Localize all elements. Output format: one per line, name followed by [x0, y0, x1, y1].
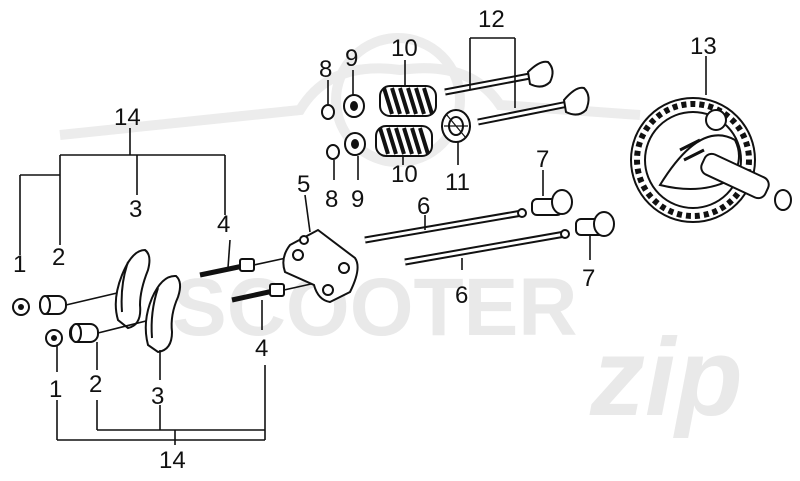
valve-12-bot [477, 86, 590, 126]
retainer-9-top [343, 94, 365, 118]
callout-3-top: 3 [129, 196, 142, 223]
camshaft-gear-13 [630, 97, 792, 223]
leader-12 [469, 37, 516, 108]
rocker-arm-3-bot [144, 274, 182, 354]
push-rod-6-bot [404, 229, 570, 266]
callout-10-top: 10 [391, 35, 418, 62]
callout-6-top: 6 [417, 193, 430, 220]
keeper-8-top [321, 104, 335, 120]
tappet-7-top [531, 189, 573, 216]
callout-1-bot: 1 [49, 376, 62, 403]
leaders [56, 56, 707, 380]
adjust-screw-4-bot [231, 281, 321, 303]
nut-1-top [12, 298, 30, 316]
callout-12: 12 [478, 6, 505, 33]
spring-10-bot [375, 125, 433, 157]
watermark-brand: SCOOTER [172, 262, 577, 353]
callout-7-top: 7 [536, 146, 549, 173]
callout-2-top: 2 [52, 244, 65, 271]
spring-10-top [379, 85, 437, 117]
callout-10-bot: 10 [391, 161, 418, 188]
spacer-2-bot [69, 323, 99, 343]
valve-12-top [444, 60, 554, 96]
callout-9-bot: 9 [351, 186, 364, 213]
callout-1-top: 1 [13, 251, 26, 278]
callout-8-top: 8 [319, 56, 332, 83]
rocker-arm-3-top [114, 248, 151, 330]
retainer-9-bot [344, 132, 366, 156]
callout-14-bot: 14 [159, 447, 186, 474]
guide-plate-5 [282, 228, 359, 304]
callout-4-bot: 4 [255, 335, 268, 362]
callout-9-top: 9 [345, 45, 358, 72]
bracket-14-bottom [56, 365, 266, 445]
valve-seal-11 [441, 109, 471, 143]
push-rod-6-top [364, 208, 527, 244]
bracket-14-top [19, 128, 226, 255]
callout-2-bot: 2 [89, 371, 102, 398]
callout-14-top: 14 [114, 104, 141, 131]
callout-6-bot: 6 [455, 282, 468, 309]
callout-11: 11 [445, 169, 470, 196]
callout-7-bot: 7 [582, 265, 595, 292]
tappet-7-bot [575, 211, 615, 237]
watermark-script: zip [589, 316, 743, 439]
adjust-screw-4-top [199, 254, 301, 278]
callout-13: 13 [690, 33, 717, 60]
axis-bot [97, 319, 151, 334]
callout-labels: 1 2 3 4 5 6 7 8 9 10 12 13 14 8 9 10 11 … [13, 6, 717, 474]
watermark-circle [331, 33, 465, 167]
callout-4-top: 4 [217, 211, 230, 238]
callout-8-bot: 8 [325, 186, 338, 213]
spacer-2-top [39, 295, 67, 315]
callout-3-bot: 3 [151, 383, 164, 410]
callout-5: 5 [297, 171, 310, 198]
keeper-8-bot [326, 144, 340, 160]
nut-1-bot [45, 329, 63, 347]
